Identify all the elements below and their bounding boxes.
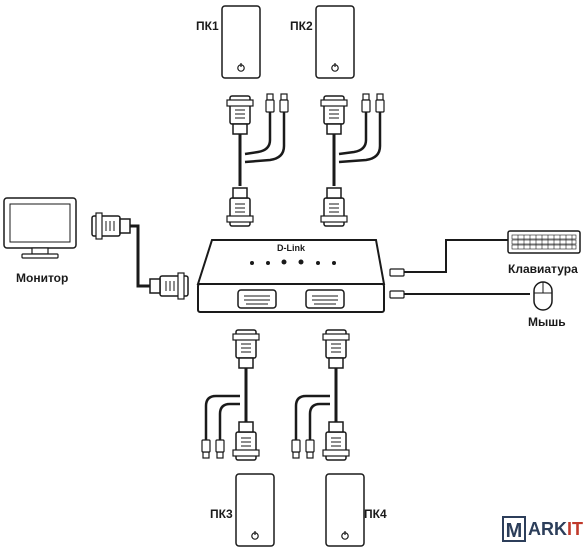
keyboard-mouse-cables	[389, 239, 530, 299]
watermark-ark: ARK	[528, 519, 567, 539]
pc2-icon	[315, 5, 355, 79]
monitor-icon	[3, 197, 77, 259]
watermark-m: M	[502, 516, 526, 542]
watermark-text: ARKIT	[528, 519, 583, 540]
pc2-cable	[320, 93, 385, 227]
pc3-icon	[235, 473, 275, 547]
pc4-icon	[325, 473, 365, 547]
pc3-label: ПК3	[210, 507, 233, 521]
switch-brand: D-Link	[277, 243, 306, 253]
monitor-cable	[91, 212, 189, 300]
pc2-label: ПК2	[290, 19, 313, 33]
watermark-it: IT	[567, 519, 583, 539]
keyboard-label: Клавиатура	[508, 262, 578, 276]
markit-watermark: M ARKIT	[502, 516, 583, 544]
pc1-icon	[221, 5, 261, 79]
mouse-icon	[533, 281, 553, 311]
pc1-cable	[226, 93, 289, 227]
monitor-label: Монитор	[16, 271, 69, 285]
pc4-label: ПК4	[364, 507, 387, 521]
pc3-cable	[201, 329, 260, 461]
kvm-switch: D-Link	[196, 239, 386, 313]
pc1-label: ПК1	[196, 19, 219, 33]
mouse-label: Мышь	[528, 315, 566, 329]
keyboard-icon	[507, 230, 581, 254]
pc4-cable	[291, 329, 350, 461]
